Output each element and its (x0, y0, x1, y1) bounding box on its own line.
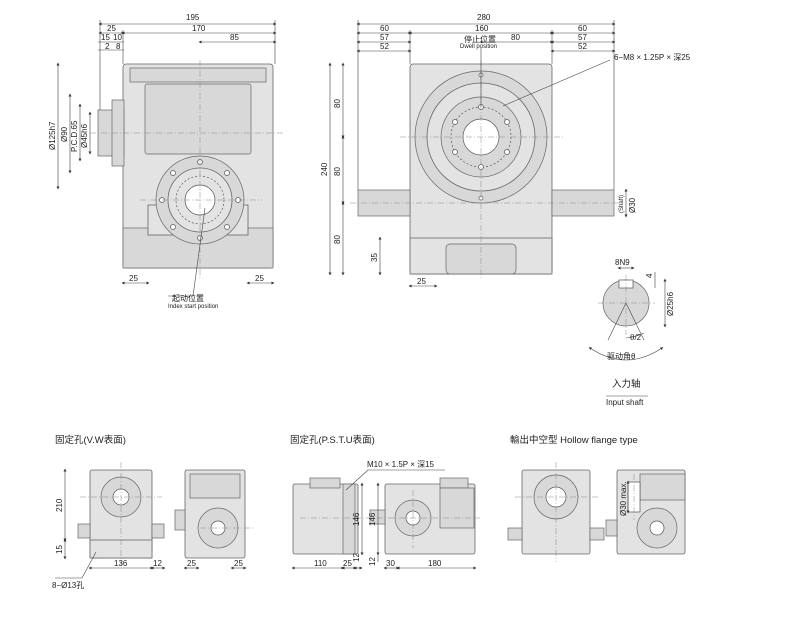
dim-80-top: 80 (333, 99, 342, 108)
index-start-zh: 起动位置 (172, 293, 204, 303)
dim-60-left: 60 (380, 24, 389, 33)
input-shaft-en: Input shaft (606, 398, 644, 407)
side-view: 280 60 160 60 57 80 57 52 52 240 80 80 8… (320, 13, 691, 288)
bolt-holes (159, 159, 241, 241)
dim-10: 10 (113, 33, 122, 42)
dim-80-center: 80 (511, 33, 520, 42)
dim-foot-right: 25 (255, 274, 264, 283)
vw-dim-15: 15 (55, 545, 64, 554)
dim-170: 170 (192, 24, 206, 33)
pstu-dim-25: 25 (343, 559, 352, 568)
dim-2: 2 (105, 42, 110, 51)
dim-25-foot: 25 (417, 277, 426, 286)
key-8n9: 8N9 (615, 258, 630, 267)
vw-holes: 8−Ø13孔 (52, 581, 84, 590)
pstu-thread: M10 × 1.5P × 深15 (367, 460, 435, 469)
dim-8: 8 (116, 42, 121, 51)
vw-dim-136: 136 (114, 559, 128, 568)
pstu-dim-180: 180 (428, 559, 442, 568)
shaft-detail: 8N9 4 Ø25h6 θ/2 驱动角θ 入力轴 Input shaft (588, 258, 675, 407)
pstu-dim-h12: 12 (352, 553, 361, 562)
dim-80-bottom: 80 (333, 235, 342, 244)
key-depth: 4 (645, 273, 654, 278)
dwell-en: Dwell position (460, 44, 497, 50)
dim-52-right: 52 (578, 42, 587, 51)
pstu-dim-146a: 146 (352, 512, 361, 526)
hollow-title: 輸出中空型 Hollow flange type (510, 434, 638, 446)
dim-dia-90: Ø90 (60, 126, 69, 142)
front-view: 195 25 170 85 15 10 2 8 Ø125h7 Ø90 P.C.D… (48, 13, 285, 310)
dim-280: 280 (477, 13, 491, 22)
input-shaft-zh: 入力轴 (612, 378, 641, 390)
vw-title: 固定孔(V.W表面) (55, 434, 126, 446)
dim-dia-125: Ø125h7 (48, 121, 57, 150)
pstu-title: 固定孔(P.S.T.U表面) (290, 434, 375, 446)
pstu-dim-146b: 146 (368, 512, 377, 526)
hollow-flange: 輸出中空型 Hollow flange type Ø30 max. (507, 434, 686, 562)
dim-160: 160 (475, 24, 489, 33)
dim-60-right: 60 (578, 24, 587, 33)
dim-57-right: 57 (578, 33, 587, 42)
dim-dia-45: Ø45h6 (80, 123, 89, 148)
dim-240: 240 (320, 162, 329, 176)
vw-dim-210: 210 (55, 498, 64, 512)
pstu-dim-110: 110 (314, 559, 327, 568)
thread-note: 6−M8 × 1.25P × 深25 (614, 53, 691, 62)
dim-dia-30: Ø30 (628, 197, 637, 213)
angle-half: θ/2 (630, 333, 642, 342)
dim-195: 195 (186, 13, 200, 22)
index-start-en: Index start position (168, 304, 218, 310)
dim-25: 25 (107, 24, 116, 33)
pstu-mount: 固定孔(P.S.T.U表面) M10 × 1.5P × 深15 110 25 1… (290, 434, 480, 570)
dwell-zh: 停止位置 (464, 34, 496, 44)
pstu-dim-12: 12 (368, 557, 377, 566)
drive-angle: 驱动角θ (607, 351, 636, 361)
dim-pcd: P.C.D.65 (70, 120, 79, 152)
vw-mount: 固定孔(V.W表面) 210 15 136 12 25 25 8−Ø13孔 (52, 434, 255, 590)
dim-57-left: 57 (380, 33, 389, 42)
vw-dim-12: 12 (153, 559, 162, 568)
shaft-dia-25: Ø25h6 (666, 291, 675, 316)
pstu-dim-30: 30 (386, 559, 395, 568)
dim-80-mid: 80 (333, 167, 342, 176)
dim-85: 85 (230, 33, 239, 42)
vw-dim-25a: 25 (187, 559, 196, 568)
hollow-dia: Ø30 max. (619, 481, 628, 516)
dim-35: 35 (370, 253, 379, 262)
dim-15: 15 (101, 33, 110, 42)
vw-dim-25b: 25 (234, 559, 243, 568)
dim-dia-30-note: (Shaft) (619, 195, 625, 213)
dim-foot-left: 25 (129, 274, 138, 283)
dim-52-left: 52 (380, 42, 389, 51)
